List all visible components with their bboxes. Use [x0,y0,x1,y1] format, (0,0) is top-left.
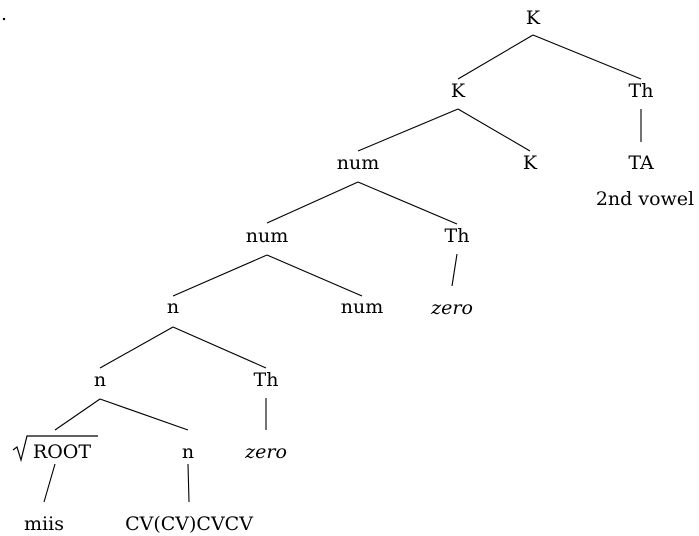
node-miis: miis [24,513,64,535]
radical-sign-icon [12,435,98,463]
node-num-mid: num [246,225,289,247]
edge-k_top-th_top [532,34,642,80]
node-k-low: K [523,152,538,174]
node-n-low: n [182,441,194,463]
node-n-mid: n [94,369,106,391]
node-label: ROOT [33,441,91,463]
edge-num_mid-n_top [172,254,268,297]
node-th-low: Th [254,369,279,391]
node-th-top: Th [629,80,654,102]
edge-root-miis [43,463,56,503]
node-root: ROOT [12,435,98,463]
node-vowel: 2nd vowel [596,188,694,210]
tree-edges [43,34,642,503]
node-th-mid: Th [445,225,470,247]
node-num-top: num [337,152,380,174]
node-cv: CV(CV)CVCV [125,513,253,535]
node-ta: TA [628,152,654,174]
edge-n_top-th_low [172,326,267,369]
edge-num_top-th_mid [357,181,458,225]
edge-n_mid-root [54,398,101,431]
node-num-low: num [341,296,384,318]
example-marker: . [1,3,7,25]
edge-k_top-k_mid [457,34,534,80]
edge-k_mid-num_top [357,108,459,152]
edge-th_mid-zero_mid [451,253,458,287]
edge-k_mid-k_low [457,108,531,152]
node-zero-mid: zero [430,297,473,319]
edge-num_top-num_mid [266,181,359,224]
node-k-mid: K [451,80,466,102]
edge-n_top-n_mid [99,326,174,369]
edge-n_mid-n_low [99,398,189,431]
edge-num_mid-num_low [266,254,363,297]
node-k-top: K [526,7,541,29]
node-zero-low: zero [244,441,287,463]
node-n-top: n [167,296,179,318]
edge-n_low-cv [187,463,190,503]
